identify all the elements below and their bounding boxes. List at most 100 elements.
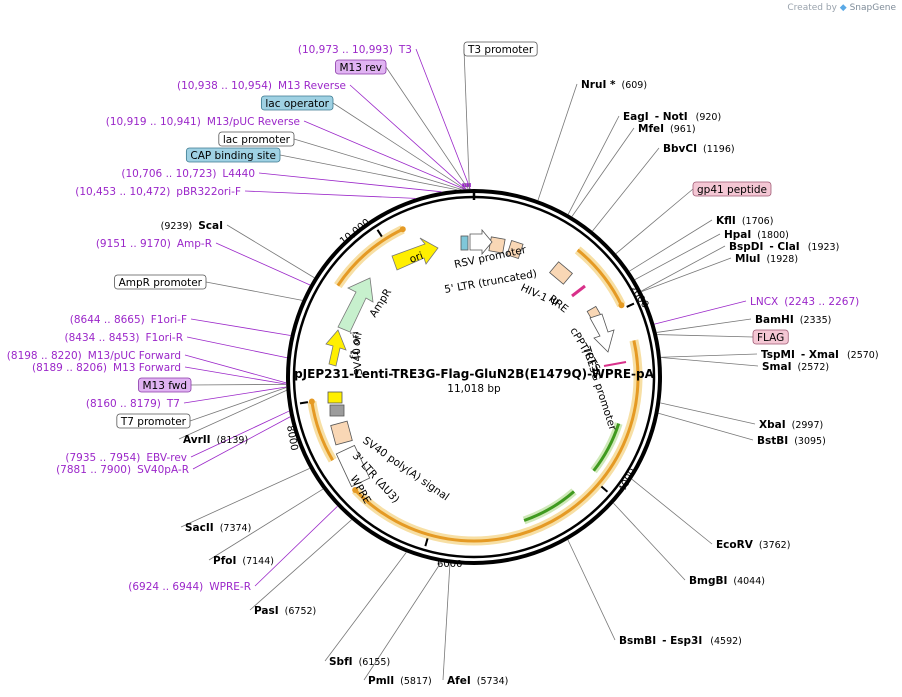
feature-name: gp41 peptide xyxy=(697,184,767,196)
site-m13-rev: M13 rev xyxy=(335,59,387,75)
enzyme-name: NruI * xyxy=(581,79,616,91)
enzyme-position: (1923) xyxy=(808,242,840,253)
leader-line xyxy=(189,387,287,422)
bp-tick xyxy=(299,401,309,405)
enzyme-name: SmaI xyxy=(762,361,792,373)
enzyme-name-2: - XmaI xyxy=(801,349,839,361)
credit-prefix: Created by xyxy=(787,3,837,13)
feature-box xyxy=(752,329,789,345)
site-avrii: AvrII(8139) xyxy=(183,434,248,446)
arc-head xyxy=(308,398,315,405)
site-m13-reverse: M13 Reverse(10,938 .. 10,954) xyxy=(177,80,346,92)
feature-name: CAP binding site xyxy=(190,150,276,162)
cds-arc xyxy=(592,423,621,472)
cds-arc xyxy=(523,490,575,522)
feature-arc xyxy=(354,340,640,543)
leader-line xyxy=(254,505,338,587)
enzyme-name: TspMI xyxy=(761,349,795,361)
site-bsmbi-esp3i: BsmBI- Esp3I(4592) xyxy=(619,635,742,647)
feature-box xyxy=(116,413,191,429)
ltr3-block xyxy=(330,420,353,446)
leader-line xyxy=(184,354,287,384)
site-bstbi: BstBI(3095) xyxy=(757,435,826,447)
leader-line xyxy=(190,383,287,386)
leader-line xyxy=(657,334,754,338)
enzyme-position: (2335) xyxy=(800,315,832,326)
primer-range: (10,938 .. 10,954) xyxy=(177,80,272,92)
f1-ori-arrow xyxy=(325,329,347,367)
leader-line xyxy=(629,219,713,272)
ori-arrow xyxy=(391,237,439,271)
bp-tick-label: 8000 xyxy=(284,425,299,452)
enzyme-position: (6155) xyxy=(359,657,391,668)
primer-name: M13/pUC Reverse xyxy=(207,116,300,128)
bp-tick xyxy=(626,302,635,308)
leader-line xyxy=(385,66,469,190)
site-l4440: L4440 (10,706 .. 10,723) xyxy=(121,168,255,180)
site-mfei: MfeI(961) xyxy=(638,123,696,135)
leader-line xyxy=(415,48,471,190)
leader-line xyxy=(184,366,287,385)
site-ebv-rev: EBV-rev(7935 .. 7954) xyxy=(65,452,187,464)
primer-range: (8644 .. 8665) xyxy=(70,314,145,326)
snapgene-logo-icon: ◆ xyxy=(839,3,847,13)
primer-name: L4440 xyxy=(222,168,255,180)
leader-line xyxy=(244,190,416,199)
leader-line xyxy=(180,467,310,528)
leader-line xyxy=(567,539,616,641)
feature-label-tre3g-promoter: TRE3G promoter xyxy=(580,344,619,432)
site-sbfi: SbfI (6155) xyxy=(329,656,390,668)
credit-brand: SnapGene xyxy=(849,3,896,13)
feature-arcs xyxy=(307,225,643,546)
feature-box xyxy=(692,181,772,197)
primer-range: (8189 .. 8206) xyxy=(32,362,107,374)
feature-name: FLAG xyxy=(757,332,784,344)
site-f1ori-f: F1ori-F(8644 .. 8665) xyxy=(70,314,187,326)
site-m13-forward: M13 Forward (8189 .. 8206) xyxy=(32,362,181,374)
leader-line xyxy=(226,224,315,279)
site-pasi: PasI (6752) xyxy=(254,605,316,617)
primer-range: (10,706 .. 10,723) xyxy=(121,168,216,180)
feature-name: lac operator xyxy=(265,98,329,110)
feature-label-sv40-ori: SV40 ori xyxy=(349,331,365,376)
site-lac-operator: lac operator xyxy=(260,95,334,111)
primer-range: (8160 .. 8179) xyxy=(86,398,161,410)
leader-line xyxy=(615,188,694,254)
enzyme-name: PasI xyxy=(254,605,279,617)
site-m13-puc-reverse: M13/pUC Reverse (10,919 .. 10,941) xyxy=(106,116,300,128)
site-wpre-r: WPRE-R(6924 .. 6944) xyxy=(128,581,251,593)
enzyme-position: (5734) xyxy=(477,676,509,687)
site-pmli: PmlI(5817) xyxy=(368,675,432,687)
enzyme-position: (6752) xyxy=(285,606,317,617)
tre3g-promoter-arrow xyxy=(589,313,615,353)
leader-line xyxy=(592,147,660,232)
site-ampr-promoter: AmpR promoter xyxy=(114,274,207,290)
primer-name: pBR322ori-F xyxy=(176,186,241,198)
feature-box xyxy=(218,131,295,147)
enzyme-position: (1800) xyxy=(757,230,789,241)
leader-line xyxy=(571,127,635,217)
enzyme-name-2: - ClaI xyxy=(769,241,799,253)
bp-tick xyxy=(600,485,609,493)
site-bbvci: BbvCI(1196) xyxy=(663,143,735,155)
arc-head xyxy=(399,226,406,233)
sv40-yellow xyxy=(327,391,343,404)
feature-label-f1-ori: f1 ori xyxy=(348,331,365,360)
enzyme-name: PmlI xyxy=(368,675,394,687)
feature-arc xyxy=(336,227,404,287)
leader-line xyxy=(537,83,578,201)
enzyme-name: SbfI xyxy=(329,656,353,668)
site-sacii: SacII(7374) xyxy=(185,522,251,534)
enzyme-name: BmgBI xyxy=(689,575,727,587)
leader-line xyxy=(660,402,756,425)
site-mlui: MluI(1928) xyxy=(735,253,798,265)
primer-range: (10,919 .. 10,941) xyxy=(106,116,201,128)
primer-name: M13 Forward xyxy=(113,362,181,374)
enzyme-position: (2572) xyxy=(798,362,830,373)
site-xbai: XbaI(2997) xyxy=(759,419,823,431)
enzyme-name-2: - NotI xyxy=(655,111,688,123)
leader-line xyxy=(349,84,467,190)
site-nrui: NruI *(609) xyxy=(581,79,647,91)
leader-line xyxy=(442,563,451,681)
site-bamhi: BamHI(2335) xyxy=(755,314,831,326)
